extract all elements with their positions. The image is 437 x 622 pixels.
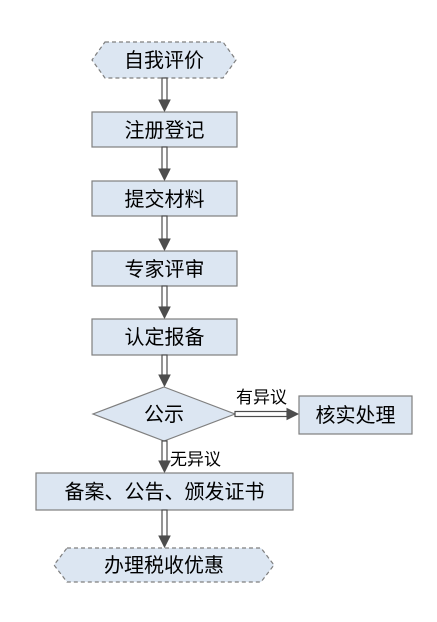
end-node-label: 办理税收优惠	[104, 553, 224, 577]
arrow-certify-to-publicity	[158, 354, 171, 388]
arrow-publicity-to-record	[158, 440, 171, 474]
submit-materials-node: 提交材料	[91, 180, 238, 217]
certify-report-node-label: 认定报备	[125, 325, 205, 349]
end-node: 办理税收优惠	[53, 547, 275, 583]
publicity-decision: 公示	[91, 386, 237, 442]
expert-review-node-label: 专家评审	[125, 257, 205, 281]
arrow-submit-to-review	[158, 215, 171, 252]
verify-handle-node-label: 核实处理	[316, 403, 396, 427]
edge-label-no-objection: 无异议	[170, 450, 221, 470]
publicity-decision-label: 公示	[144, 402, 184, 426]
arrow-review-to-certify	[158, 285, 171, 320]
arrow-start-to-register	[158, 77, 171, 113]
record-announce-issue-node: 备案、公告、颁发证书	[35, 472, 294, 511]
register-node: 注册登记	[91, 111, 238, 148]
start-node: 自我评价	[91, 41, 237, 79]
register-node-label: 注册登记	[125, 118, 205, 142]
expert-review-node: 专家评审	[91, 250, 238, 287]
verify-handle-node: 核实处理	[298, 395, 413, 435]
start-node-label: 自我评价	[124, 48, 204, 72]
certify-report-node: 认定报备	[91, 318, 238, 356]
arrow-register-to-submit	[158, 146, 171, 182]
arrow-publicity-to-verify	[234, 407, 300, 421]
arrow-record-to-end	[158, 509, 171, 549]
edge-label-objection: 有异议	[236, 388, 287, 408]
submit-materials-node-label: 提交材料	[125, 187, 205, 211]
record-announce-issue-node-label: 备案、公告、颁发证书	[65, 480, 265, 504]
